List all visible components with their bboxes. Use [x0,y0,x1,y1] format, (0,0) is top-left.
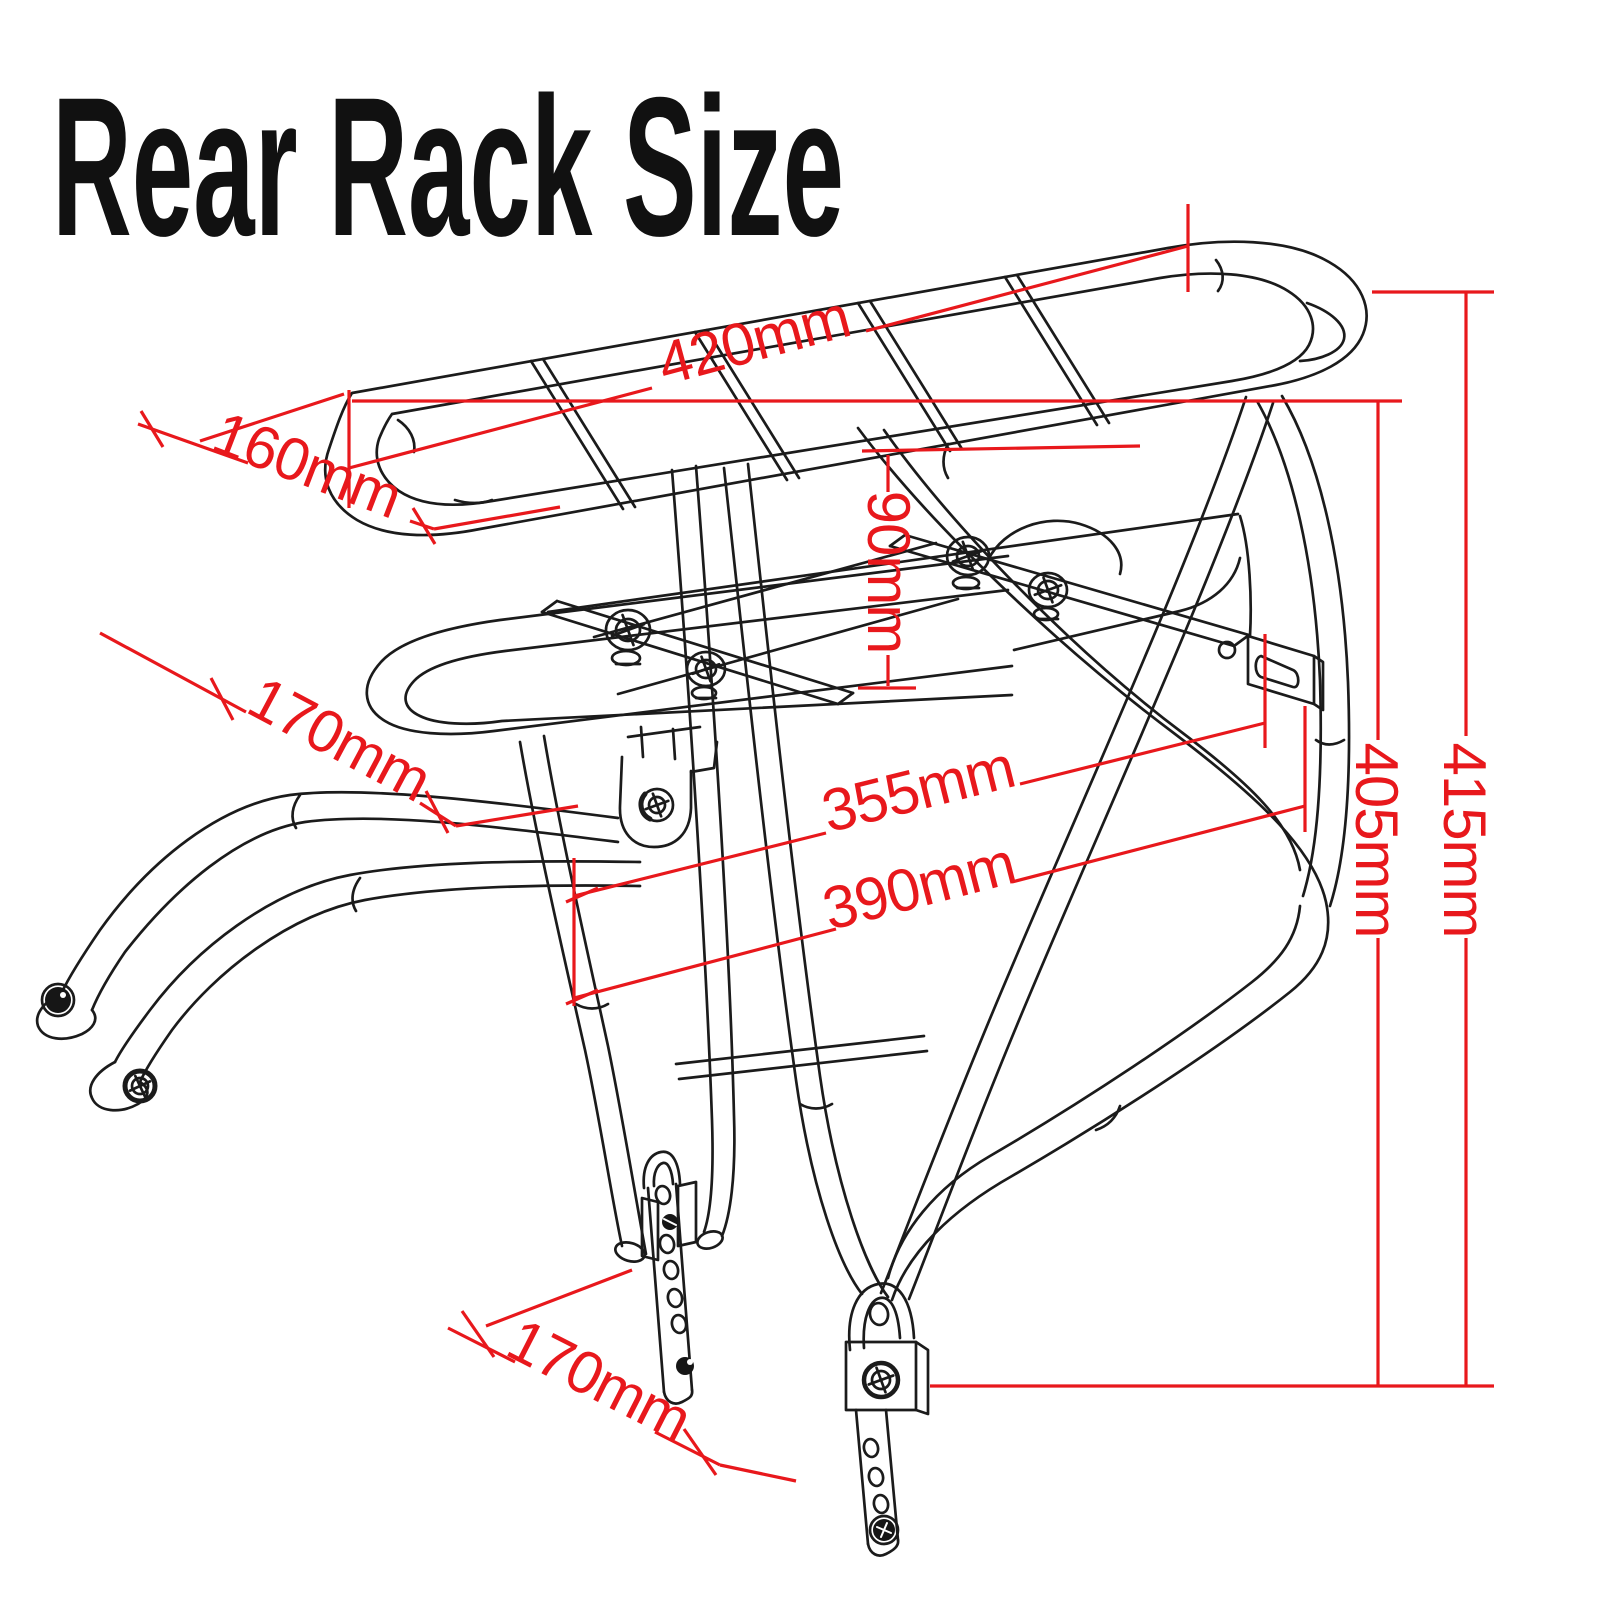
dimension-annotations: 420mm 160mm 90mm 170mm [99,204,1498,1483]
loop-right-edge [1280,394,1351,908]
dim-90mm: 90mm [855,444,1141,690]
loop-bottom-inner [886,904,1302,1280]
dim-170mm-bottom: 170mm [447,1268,797,1483]
arm-upper [60,790,620,994]
arm-upper-end [35,990,97,1041]
left-legs [518,734,648,1256]
tube-section-arc [291,793,302,830]
tube-section-arc [798,1102,834,1110]
arm-lower-end [89,1060,149,1112]
arm-lower [138,884,642,1084]
loop-diagonal [882,428,1302,872]
dim-label-160: 160mm [204,399,410,531]
dim-label-420: 420mm [651,283,857,398]
under-deck-clamp [618,725,719,849]
slider-strap-cap [662,1388,694,1405]
strut-right [746,462,890,1299]
dim-label-90: 90mm [855,491,922,654]
dim-405mm: 405mm [352,399,1410,1386]
platform-right-curl [1298,301,1346,363]
deck-right-end [1238,514,1253,638]
deck-front-edge [1012,556,1242,652]
tube-end-cap [696,1230,724,1250]
tube-section-arc [1094,1104,1122,1132]
side-loop [856,394,1351,1302]
slider-strap [646,1186,666,1394]
slider-block [844,1340,918,1412]
slider-arch [862,1296,902,1350]
cross-tube [674,1034,926,1066]
tube-section-arc [942,442,950,480]
dim-415mm: 415mm [930,290,1498,1388]
loop-right-edge [1255,399,1323,898]
slider-arch [642,1150,682,1190]
screw-icon [1027,571,1069,622]
right-mount-rail [888,533,1251,648]
tube-section-arc [351,876,362,913]
strut-left [694,464,736,1238]
right-dropout-slider [844,1282,930,1557]
mid-loop-outer [365,554,1014,736]
slider-arch [652,1161,675,1188]
left-dropout-slider [614,1150,724,1405]
mid-loop-inner [404,588,1014,726]
front-arms [35,790,642,1112]
tube-section-arc [1214,258,1224,293]
platform-outer-frame [323,240,1368,537]
tube-section-arc [1314,738,1346,746]
slider-strap-cap [866,1538,900,1557]
tube-section-arc [396,418,416,454]
platform-inner-frame [375,272,1315,506]
slider-plate [640,1196,660,1262]
strut-right [722,466,864,1296]
dim-label-415: 415mm [1431,742,1498,937]
arm-bolt-icon [45,987,71,1013]
dim-label-405: 405mm [1343,742,1410,937]
slider-arch [847,1282,916,1352]
slider-strap [854,1408,870,1546]
rear-diagonal [907,401,1275,1301]
tube-section-arc [453,498,494,505]
slider-block-side [914,1340,930,1416]
page-title: Rear Rack Size [52,56,844,277]
slider-strap [674,1182,694,1392]
dim-label-170-bottom: 170mm [497,1306,701,1454]
screw-icon [685,650,727,701]
deck-plate-line [616,597,960,696]
tube-section-arc [574,1002,610,1010]
dim-label-390: 390mm [816,829,1022,943]
support-struts [670,395,1275,1301]
slider-strap [884,1408,900,1542]
rear-diagonal [879,395,1248,1295]
screw-icon [604,608,652,667]
mid-tier [365,512,1325,849]
cross-tube [677,1049,929,1081]
arm-lower [113,859,642,1064]
screw-icon [945,535,991,591]
loop-diagonal [856,426,1330,1302]
rear-slot-bracket [1217,634,1325,712]
strut-left [670,468,714,1234]
deck-back-edge [546,512,1240,614]
top-platform [323,240,1368,537]
deck-plate-line [592,541,938,639]
dim-label-355: 355mm [815,733,1020,845]
deck-right-corner [986,519,1123,576]
arm-upper [90,817,620,1012]
